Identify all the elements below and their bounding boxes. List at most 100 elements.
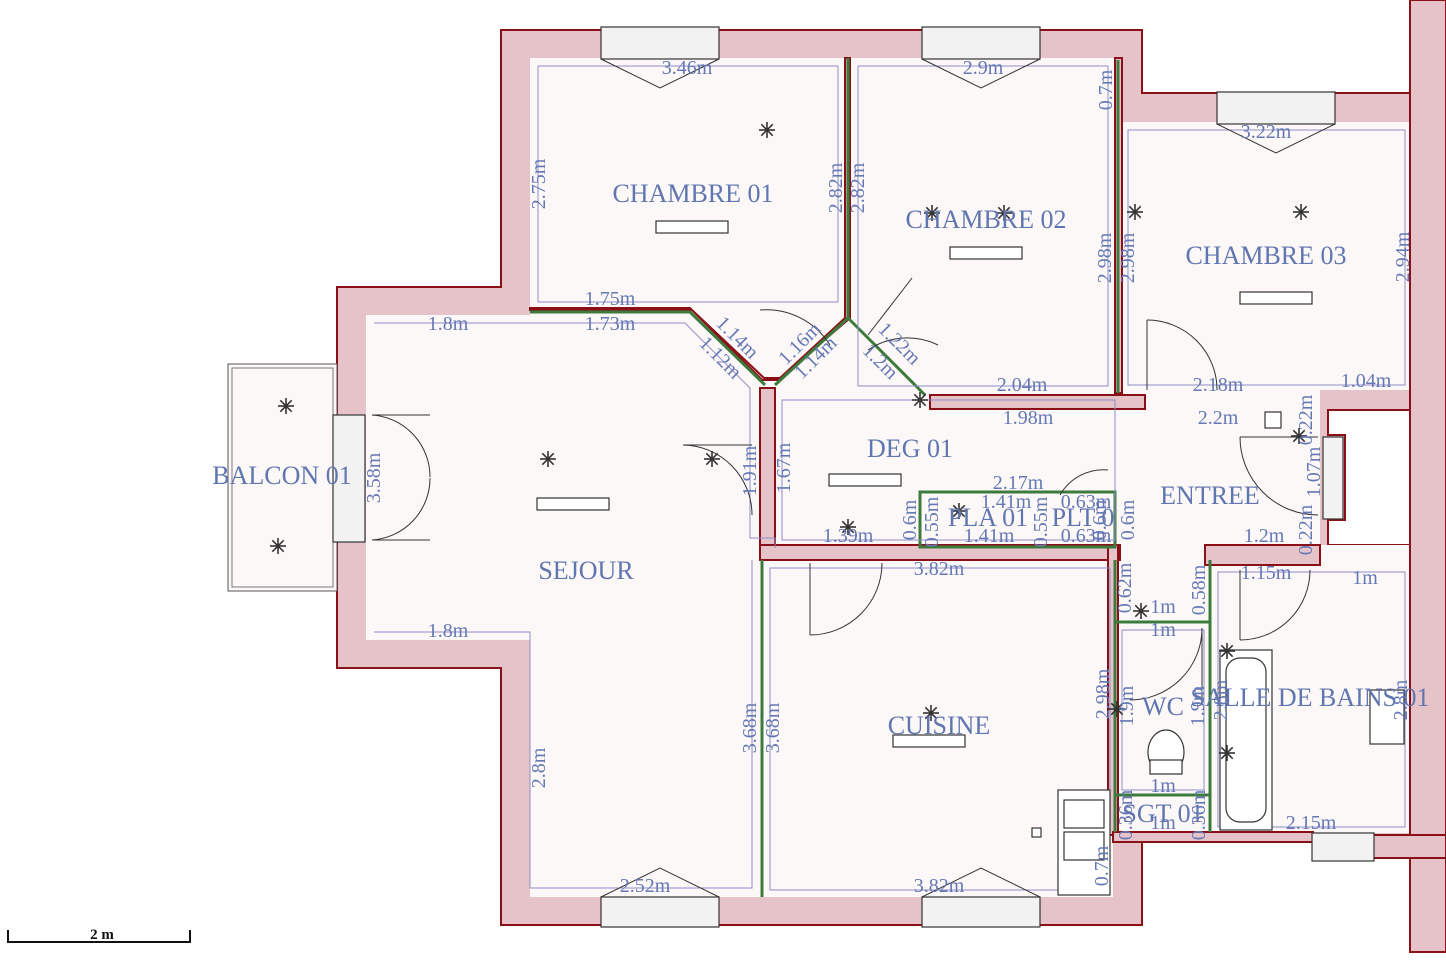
- dim-ch3-right: 2.94m: [1392, 231, 1414, 282]
- sink-bowl-a: [1063, 799, 1105, 829]
- dim-entree-c: 0.22m: [1295, 504, 1317, 555]
- dim-deg-d: 2.2m: [1198, 407, 1239, 429]
- radiator-cuisine: [892, 734, 966, 748]
- inner-lines: [374, 65, 1406, 891]
- dim-sejour-door: 3.58m: [363, 452, 385, 503]
- label-deg: DEG 01: [867, 434, 953, 463]
- light-fixture-icon: [996, 205, 1012, 221]
- dim-pla-left-a: 0.6m: [899, 499, 921, 540]
- window-ch1: [600, 26, 720, 60]
- dim-ch1-right-b: 2.82m: [847, 162, 869, 213]
- dim-cuisine-bottom: 3.82m: [914, 875, 965, 897]
- dim-wc-side-b: 0.58m: [1188, 564, 1210, 615]
- dim-wc-side-a: 0.62m: [1114, 562, 1136, 613]
- dim-plt-bottom: 0.63m: [1061, 525, 1112, 547]
- radiator-sejour: [536, 497, 610, 511]
- dim-plt-right-b: 0.6m: [1117, 499, 1139, 540]
- dim-ch3-bottom-b: 1.04m: [1341, 370, 1392, 392]
- dim-sejour-left: 2.8m: [528, 747, 550, 788]
- toilet-tank: [1149, 759, 1183, 775]
- dim-ch2-right-a: 2.98m: [1094, 232, 1116, 283]
- dim-ch2-top: 2.9m: [963, 57, 1004, 79]
- dim-sejour-right-a: 3.68m: [739, 702, 761, 753]
- light-fixture-icon: [840, 519, 856, 535]
- dim-plt-top: 0.63m: [1061, 491, 1112, 513]
- dim-plt-right-a: 0.55m: [1030, 496, 1052, 547]
- dim-ch1-top: 3.46m: [662, 57, 713, 79]
- dim-ch1-bottom-b: 1.73m: [585, 313, 636, 335]
- label-sejour: SEJOUR: [538, 556, 634, 585]
- window-cuisine: [921, 896, 1041, 928]
- sink-bowl-b: [1063, 831, 1105, 861]
- light-fixture-icon: [704, 451, 720, 467]
- dim-sgt-right: 0.36m: [1188, 789, 1210, 840]
- label-wc: WC: [1142, 692, 1184, 721]
- room-labels: CHAMBRE 01 CHAMBRE 02 CHAMBRE 03 BALCON …: [212, 179, 1429, 828]
- light-fixture-icon: [1133, 603, 1149, 619]
- label-sgt: SGT 01: [1122, 799, 1203, 828]
- dim-sdb-bottom: 2.15m: [1286, 812, 1337, 834]
- light-fixture-icon: [951, 503, 967, 519]
- dim-sejour-bottom: 2.52m: [620, 875, 671, 897]
- window-sdb: [1311, 832, 1375, 862]
- dim-pla-top-b: 1.41m: [981, 491, 1032, 513]
- right-wall-strip: [1409, 0, 1446, 953]
- light-fixture-icon: [923, 705, 939, 721]
- radiator-ch3: [1239, 291, 1313, 305]
- light-fixture-icon: [1219, 643, 1235, 659]
- label-chambre-02: CHAMBRE 02: [905, 205, 1066, 234]
- dim-sdb-top-a: 1.15m: [1241, 562, 1292, 584]
- dim-sejour-top: 1.8m: [428, 313, 469, 335]
- dim-pla-left-b: 0.55m: [921, 496, 943, 547]
- dim-cuisine-right: 0.7m: [1091, 845, 1113, 886]
- dim-deg-e: 1.39m: [823, 525, 874, 547]
- light-fixture-icon: [1291, 428, 1307, 444]
- window-ch3: [1216, 91, 1336, 125]
- radiator-deg: [828, 473, 902, 487]
- dim-entree-a: 1.07m: [1303, 446, 1325, 497]
- door-swings: [371, 277, 1319, 701]
- dim-wc-left: 2.98m: [1092, 668, 1114, 719]
- dim-plt-mid: 0.6m: [1089, 499, 1111, 540]
- label-entree: ENTREE: [1160, 481, 1260, 510]
- dim-wc-right: 1.9m: [1187, 685, 1209, 726]
- electrical-panel: [1264, 411, 1282, 429]
- dim-sdb-top-b: 1m: [1352, 567, 1378, 589]
- window-ch2: [921, 26, 1041, 60]
- label-plt: PLT 0: [1052, 503, 1115, 532]
- socket-icon: [1031, 827, 1042, 838]
- radiator-ch1: [655, 220, 729, 234]
- radiator-ch2: [949, 246, 1023, 260]
- interior-walls: [529, 57, 1321, 843]
- light-fixture-icon: [1219, 745, 1235, 761]
- windows: [600, 26, 1375, 928]
- light-fixture-icon: [924, 205, 940, 221]
- fixtures: [536, 220, 1405, 896]
- dim-sdb-left: 2.8m: [1210, 679, 1232, 720]
- dim-sgt-left: 0.36m: [1115, 789, 1137, 840]
- dimensions-vertical: 2.75m 2.82m 2.82m 0.7m 2.98m 2.98m 2.94m…: [363, 69, 1414, 886]
- dim-sejour-right-b: 3.68m: [762, 702, 784, 753]
- window-sejour: [600, 896, 720, 928]
- label-pla: PLA 01: [948, 503, 1028, 532]
- entry-door-frame: [1322, 436, 1344, 520]
- dim-deg-b: 1.67m: [773, 442, 795, 493]
- light-fixture-icon: [759, 122, 775, 138]
- dim-wc-left-2: 1.9m: [1116, 685, 1138, 726]
- dimensions-horizontal: 3.46m 2.9m 3.22m 1.75m 1.73m 1.8m 2.04m …: [428, 57, 1392, 897]
- label-chambre-03: CHAMBRE 03: [1185, 241, 1346, 270]
- dim-sdb-right: 2.8m: [1390, 679, 1412, 720]
- dim-sgt-a: 1m: [1150, 775, 1176, 797]
- dim-deg-c: 1.98m: [1003, 407, 1054, 429]
- dim-entree-b: 0.22m: [1295, 394, 1317, 445]
- dim-ch2-right-b: 2.98m: [1117, 232, 1139, 283]
- green-cloisons: [530, 58, 1212, 897]
- dim-wc-top-b: 1m: [1150, 619, 1176, 641]
- dim-ch2-topright: 0.7m: [1095, 69, 1117, 110]
- dim-wc-top-a: 1m: [1150, 596, 1176, 618]
- dim-pla-top: 2.17m: [993, 472, 1044, 494]
- light-fixture-icon: [1127, 204, 1143, 220]
- scale-label: 2 m: [90, 927, 114, 943]
- light-fixture-icon: [540, 451, 556, 467]
